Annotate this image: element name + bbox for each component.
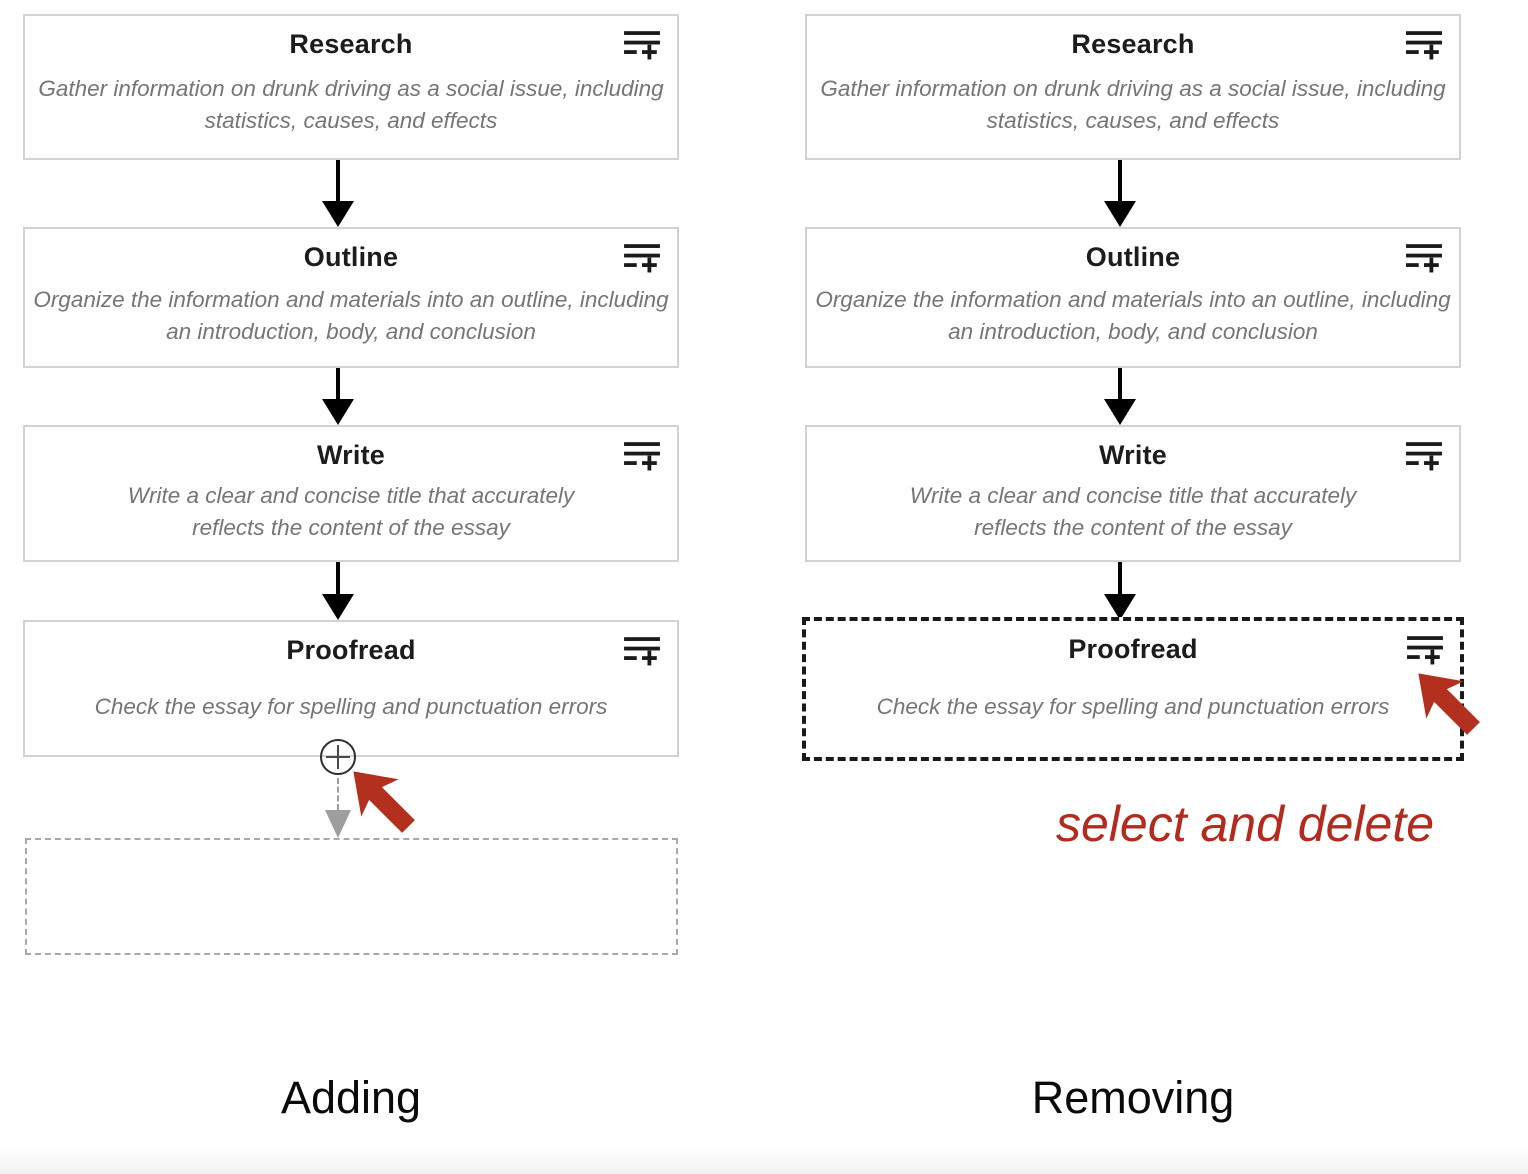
step-description: Write a clear and concise title that acc… xyxy=(909,482,1357,540)
add-list-item-icon[interactable] xyxy=(1405,243,1443,277)
adding-panel: Research Gather information on drunk dri… xyxy=(23,0,679,1174)
bottom-fade-strip xyxy=(0,1146,1528,1174)
flow-arrow xyxy=(1102,562,1138,620)
step-title: Outline xyxy=(1085,242,1181,272)
step-description: Organize the information and materials i… xyxy=(815,286,1451,344)
step-header: Research xyxy=(807,16,1459,60)
arrow-head xyxy=(322,201,354,227)
step-node-proofread[interactable]: Proofread Check the essay for spelling a… xyxy=(23,620,679,757)
step-node-proofread-selected[interactable]: Proofread Check the essay for spelling a… xyxy=(802,617,1464,761)
add-list-item-icon[interactable] xyxy=(623,636,661,670)
panel-caption-removing: Removing xyxy=(1031,1072,1235,1123)
add-list-item-icon[interactable] xyxy=(623,441,661,475)
step-header: Research xyxy=(25,16,677,60)
new-step-placeholder[interactable] xyxy=(25,838,678,955)
arrow-head xyxy=(1104,201,1136,227)
removing-panel: Research Gather information on drunk dri… xyxy=(802,0,1480,1174)
panel-caption-adding: Adding xyxy=(280,1072,422,1123)
step-description: Write a clear and concise title that acc… xyxy=(127,482,575,540)
step-title: Proofread xyxy=(1068,634,1198,664)
step-title: Research xyxy=(289,29,413,59)
red-cursor-pointer-icon xyxy=(345,763,423,841)
arrow-shaft xyxy=(336,368,340,399)
step-node-research[interactable]: Research Gather information on drunk dri… xyxy=(23,14,679,160)
insert-preview-arrow-head xyxy=(325,810,351,838)
step-node-outline[interactable]: Outline Organize the information and mat… xyxy=(805,227,1461,368)
step-header: Outline xyxy=(807,229,1459,273)
step-header: Outline xyxy=(25,229,677,273)
flow-arrow xyxy=(1102,160,1138,227)
flow-arrow xyxy=(320,160,356,227)
insert-preview-connector xyxy=(337,778,339,810)
arrow-head xyxy=(1104,594,1136,620)
arrow-head xyxy=(1104,399,1136,425)
step-node-outline[interactable]: Outline Organize the information and mat… xyxy=(23,227,679,368)
flow-arrow xyxy=(320,368,356,425)
add-list-item-icon[interactable] xyxy=(1406,635,1444,669)
arrow-shaft xyxy=(1118,562,1122,594)
step-node-write[interactable]: Write Write a clear and concise title th… xyxy=(805,425,1461,562)
step-description: Gather information on drunk driving as a… xyxy=(38,76,664,133)
add-list-item-icon[interactable] xyxy=(623,243,661,277)
add-list-item-icon[interactable] xyxy=(1405,441,1443,475)
arrow-shaft xyxy=(336,562,340,594)
step-node-write[interactable]: Write Write a clear and concise title th… xyxy=(23,425,679,562)
step-description: Organize the information and materials i… xyxy=(33,286,669,344)
step-node-research[interactable]: Research Gather information on drunk dri… xyxy=(805,14,1461,160)
add-list-item-icon[interactable] xyxy=(1405,30,1443,64)
arrow-shaft xyxy=(1118,160,1122,201)
step-header: Proofread xyxy=(806,621,1460,665)
step-description: Gather information on drunk driving as a… xyxy=(820,76,1446,133)
step-header: Write xyxy=(807,427,1459,471)
step-title: Outline xyxy=(303,242,399,272)
step-title: Write xyxy=(1098,440,1167,470)
step-title: Research xyxy=(1071,29,1195,59)
plus-circle-icon[interactable] xyxy=(320,739,356,775)
arrow-shaft xyxy=(1118,368,1122,399)
annotation-select-and-delete: select and delete xyxy=(1055,796,1435,852)
arrow-head xyxy=(322,399,354,425)
step-header: Write xyxy=(25,427,677,471)
step-title: Proofread xyxy=(286,635,416,665)
flow-arrow xyxy=(320,562,356,620)
flow-arrow xyxy=(1102,368,1138,425)
add-list-item-icon[interactable] xyxy=(623,30,661,64)
step-title: Write xyxy=(316,440,385,470)
step-description: Check the essay for spelling and punctua… xyxy=(876,694,1390,720)
step-description: Check the essay for spelling and punctua… xyxy=(94,693,608,719)
step-header: Proofread xyxy=(25,622,677,666)
arrow-head xyxy=(322,594,354,620)
arrow-shaft xyxy=(336,160,340,201)
